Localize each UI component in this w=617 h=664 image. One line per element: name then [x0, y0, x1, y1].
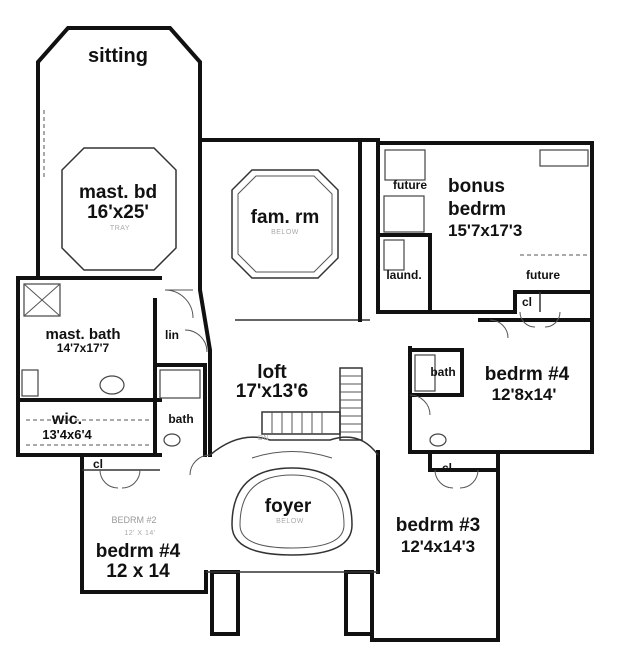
label-bonus-bedrm: bedrm: [448, 199, 506, 220]
wall-mast-bath: [16, 276, 84, 457]
wall-bed4-right: [496, 318, 594, 454]
tray-foyer: [231, 467, 353, 556]
landing-curve: [209, 436, 379, 456]
tray-family: [231, 169, 339, 279]
ghost-bedrm2-size: 12' X 14': [124, 530, 155, 537]
label-sitting: sitting: [88, 45, 148, 67]
staircase: [261, 367, 363, 441]
tray-master: [61, 147, 177, 271]
label-master-bed-size: 16'x25': [87, 202, 149, 223]
label-bath-right: bath: [430, 365, 455, 379]
label-master-bath-size: 14'7x17'7: [57, 341, 110, 355]
wall-bed4r-left: [408, 346, 500, 454]
note-foyer-below: BELOW: [276, 518, 304, 525]
note-master-tray: TRAY: [110, 225, 130, 232]
label-linen: lin: [165, 328, 179, 342]
closet-shelves: [26, 110, 590, 446]
wall-cl3: [428, 450, 500, 472]
label-master-bath: mast. bath: [45, 326, 120, 343]
label-loft-size: 17'x13'6: [236, 381, 308, 402]
label-bonus-size: 15'7x17'3: [448, 221, 522, 240]
label-laundry: laund.: [386, 268, 421, 282]
door-swings: [99, 289, 561, 489]
note-family-below: BELOW: [271, 229, 299, 236]
label-closet-bed3: cl: [442, 461, 452, 475]
tray-family-inner: [237, 175, 333, 273]
wall-laund: [376, 233, 432, 314]
wall-bed4-left: [80, 453, 208, 594]
label-bath-center: bath: [168, 412, 193, 426]
label-bedroom4-right-size: 12'8x14': [492, 385, 557, 404]
tray-foyer-inner: [239, 474, 345, 549]
wall-loft-left: [198, 138, 212, 457]
label-bedroom4-right: bedrm #4: [485, 364, 570, 385]
porch-column-right: [344, 570, 374, 636]
porch-column-left: [210, 570, 240, 636]
label-foyer: foyer: [265, 496, 312, 517]
wall-bath-center: [153, 363, 207, 457]
label-wic-size: 13'4x6'4: [42, 427, 92, 442]
wall-bonus-bottom: [428, 290, 594, 314]
landing-curve-2: [251, 451, 333, 459]
bath-fixtures: [21, 149, 589, 447]
label-master-bed: mast. bd: [79, 182, 157, 203]
label-family-room: fam. rm: [251, 207, 320, 228]
label-bedroom4-left: bedrm #4: [96, 541, 181, 562]
wall-master-bay: [36, 26, 202, 277]
label-bedroom3: bedrm #3: [396, 515, 480, 536]
ghost-bedrm2: BEDRM #2: [111, 515, 156, 525]
label-closet-bonus: cl: [522, 295, 532, 309]
label-wic: wic.: [51, 411, 82, 428]
label-loft: loft: [257, 362, 287, 383]
label-stair-dn: DN: [258, 435, 269, 442]
wall-right-upper: [478, 290, 594, 322]
label-closet-bed4: cl: [93, 457, 103, 471]
label-future-top: future: [393, 178, 427, 192]
label-future-right: future: [526, 268, 560, 282]
label-bonus: bonus: [448, 176, 505, 197]
label-bedroom3-size: 12'4x14'3: [401, 537, 475, 556]
wall-bath-r: [408, 348, 464, 397]
label-bedroom4-left-size: 12 x 14: [106, 561, 170, 582]
